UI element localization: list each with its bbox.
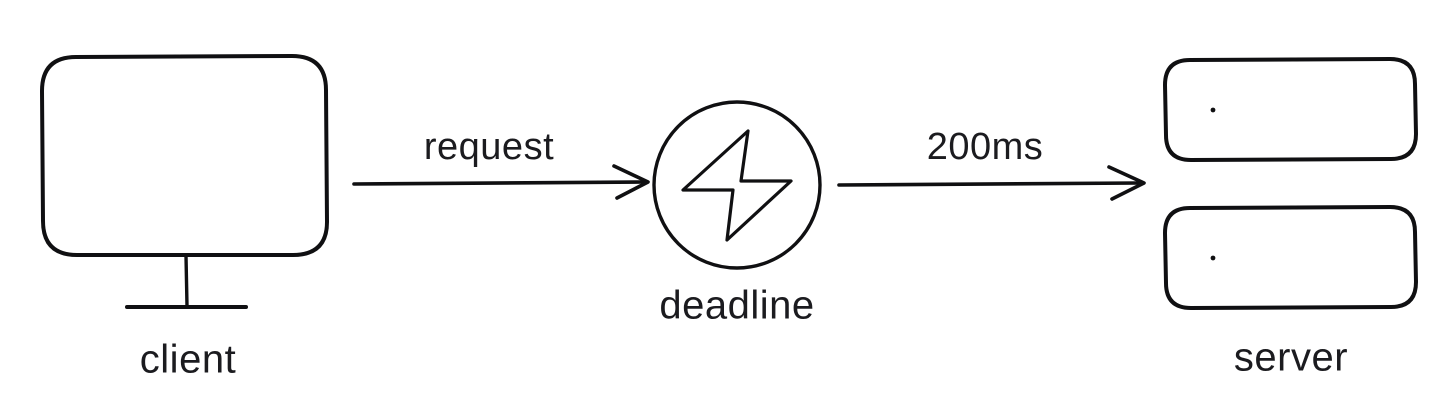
arrowhead-request (612, 164, 650, 200)
node-server[interactable]: server (1163, 57, 1418, 380)
node-deadline[interactable]: deadline (652, 100, 822, 328)
node-label-deadline: deadline (659, 284, 814, 328)
edge-line-200ms (837, 181, 1141, 187)
edge-line-request (352, 180, 645, 186)
server-rack-icon (1163, 57, 1418, 162)
edge-deadline-to-server[interactable]: 200ms (837, 126, 1146, 201)
edge-label-200ms: 200ms (927, 126, 1044, 168)
server-rack-icon-secondary (1163, 205, 1418, 310)
server-unit-bottom[interactable] (1163, 205, 1418, 310)
edge-label-request: request (424, 126, 554, 168)
server-unit-top[interactable] (1163, 57, 1418, 162)
monitor-stand-neck (184, 254, 189, 308)
monitor-icon (40, 54, 329, 257)
server-led-dot-top (1210, 107, 1216, 113)
node-label-server: server (1234, 336, 1348, 380)
edge-client-to-deadline[interactable]: request (352, 126, 650, 200)
node-client[interactable]: client (40, 54, 329, 382)
deadline-circle (652, 100, 822, 270)
lightning-bolt-icon (681, 129, 793, 242)
server-led-dot-bottom (1210, 255, 1216, 261)
node-label-client: client (140, 338, 236, 382)
arrowhead-200ms (1107, 165, 1146, 201)
